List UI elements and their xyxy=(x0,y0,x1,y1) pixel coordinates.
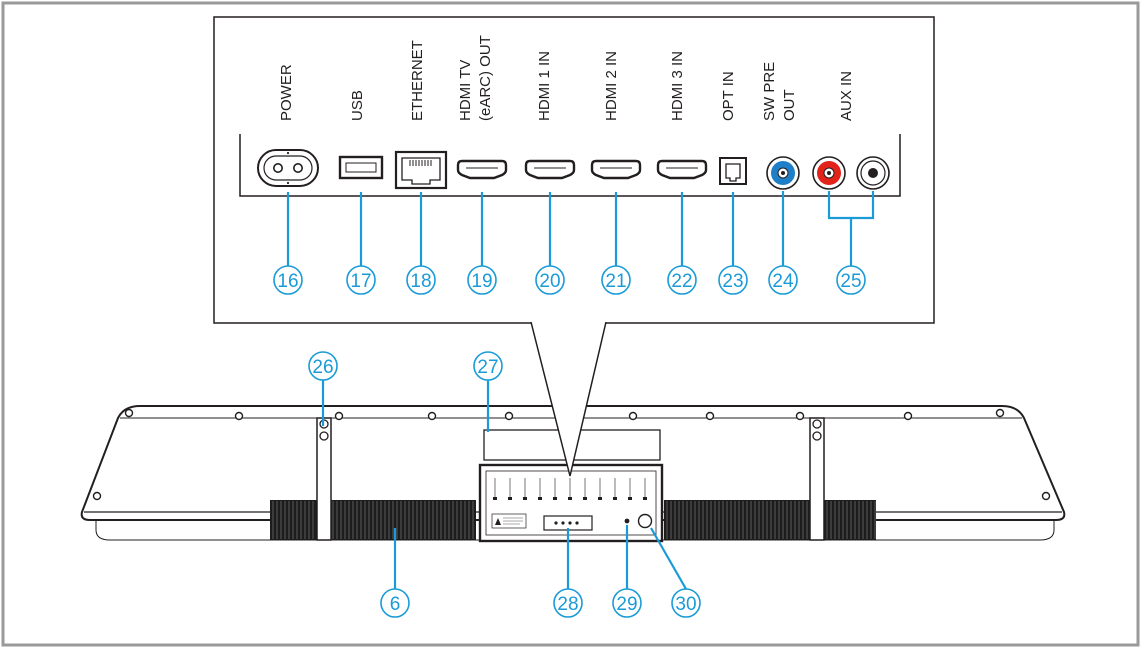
connector-bay xyxy=(478,463,664,543)
hdmi-1-in-port xyxy=(524,159,576,180)
callout-ring-22 xyxy=(667,265,697,295)
subwoofer-pre-out-jack xyxy=(766,156,800,190)
callout-ring-20 xyxy=(535,265,565,295)
hdmi-3-in-port xyxy=(656,159,708,180)
port-label-3-line-0: HDMI TV xyxy=(457,60,474,121)
speaker-grille-left xyxy=(270,500,476,540)
speaker-grille-right xyxy=(664,500,876,540)
port-label-8-line-1: OUT xyxy=(781,89,798,121)
callout-30: 30 xyxy=(675,594,696,615)
usb-port xyxy=(338,155,384,180)
callout-6: 6 xyxy=(390,594,401,615)
port-label-2: ETHERNET xyxy=(409,40,426,121)
callout-27: 27 xyxy=(477,357,498,378)
port-label-1: USB xyxy=(349,90,366,121)
callout-26: 26 xyxy=(312,357,333,378)
rear-panel-outline xyxy=(239,134,901,197)
port-label-3-line-1: (eARC) OUT xyxy=(477,35,494,121)
callout-24: 24 xyxy=(772,271,794,292)
hdmi-tv-earc-port xyxy=(456,159,508,180)
callout-29: 29 xyxy=(616,594,637,615)
port-labels: POWER USB ETHERNET HDMI TV(eARC) OUT HDMI 1 … xyxy=(278,35,855,121)
callout-17: 17 xyxy=(350,271,371,292)
callout-18: 18 xyxy=(410,271,431,292)
aux-in-right-jack xyxy=(812,156,846,190)
screw-holes xyxy=(92,408,1051,501)
port-leaders: 16 17 18 19 20 21 22 23 24 25 xyxy=(273,191,875,295)
callout-ring-25 xyxy=(836,265,866,295)
callout-ring-18 xyxy=(406,265,436,295)
callout-ring-16 xyxy=(273,265,303,295)
callout-ring-30 xyxy=(671,588,701,618)
power-socket xyxy=(257,149,319,187)
callout-22: 22 xyxy=(671,271,692,292)
port-label-4: HDMI 1 IN xyxy=(536,51,553,121)
port-label-6: HDMI 3 IN xyxy=(669,51,686,121)
callout-ring-17 xyxy=(346,265,376,295)
callout-20: 20 xyxy=(539,271,560,292)
callout-ring-28 xyxy=(553,588,583,618)
status-led xyxy=(624,518,630,524)
callout-16: 16 xyxy=(277,271,298,292)
ethernet-port xyxy=(394,150,448,190)
service-port xyxy=(543,515,593,531)
aux-in-left-jack xyxy=(856,156,890,190)
hdmi-2-in-port xyxy=(590,159,642,180)
callout-21: 21 xyxy=(605,271,626,292)
callout-ring-27 xyxy=(473,351,503,381)
callout-ring-21 xyxy=(601,265,631,295)
port-label-5: HDMI 2 IN xyxy=(603,51,620,121)
callout-23: 23 xyxy=(722,271,743,292)
reset-button xyxy=(637,513,653,529)
leader-30 xyxy=(650,527,687,590)
port-label-9: AUX IN xyxy=(838,71,855,121)
optical-port xyxy=(719,157,747,185)
warning-icon xyxy=(495,518,501,525)
zoom-callout: POWER USB ETHERNET HDMI TV(eARC) OUT HDMI 1 … xyxy=(213,16,935,477)
port-label-8-line-0: SW PRE xyxy=(761,62,778,121)
port-label-0: POWER xyxy=(278,64,295,121)
callout-28: 28 xyxy=(557,594,578,615)
callout-ring-26 xyxy=(308,351,338,381)
callout-19: 19 xyxy=(471,271,492,292)
callout-ring-19 xyxy=(467,265,497,295)
callout-ring-24 xyxy=(768,265,798,295)
callout-25: 25 xyxy=(840,271,861,292)
port-label-7: OPT IN xyxy=(720,71,737,121)
wall-bracket-left xyxy=(316,417,332,541)
callout-ring-23 xyxy=(718,265,748,295)
callout-ring-6 xyxy=(380,588,410,618)
soundbar-callouts: 26 27 6 28 29 30 xyxy=(308,351,701,618)
wall-bracket-right xyxy=(809,417,825,541)
callout-ring-29 xyxy=(612,588,642,618)
